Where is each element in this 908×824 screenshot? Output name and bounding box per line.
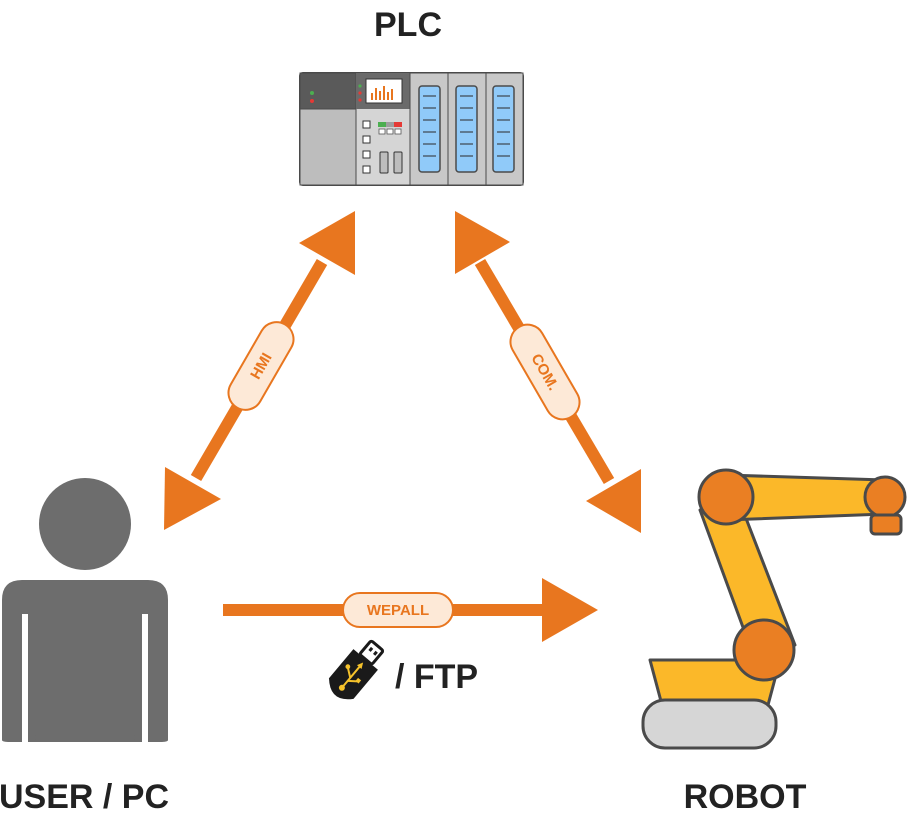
person-icon — [2, 478, 168, 742]
wepall-label: WEPALL — [367, 602, 429, 619]
ftp-label: / FTP — [395, 658, 478, 696]
robot-arm-icon — [641, 468, 907, 750]
robot-label: ROBOT — [684, 778, 807, 816]
usb-stick-icon — [328, 639, 385, 700]
hmi-pill: HMI — [227, 321, 295, 411]
plc-rack-icon — [299, 72, 524, 186]
user-label: USER / PC — [0, 778, 169, 816]
com-pill: COM. — [509, 323, 581, 421]
plc-label: PLC — [374, 6, 442, 44]
wepall-pill: WEPALL — [342, 592, 454, 628]
